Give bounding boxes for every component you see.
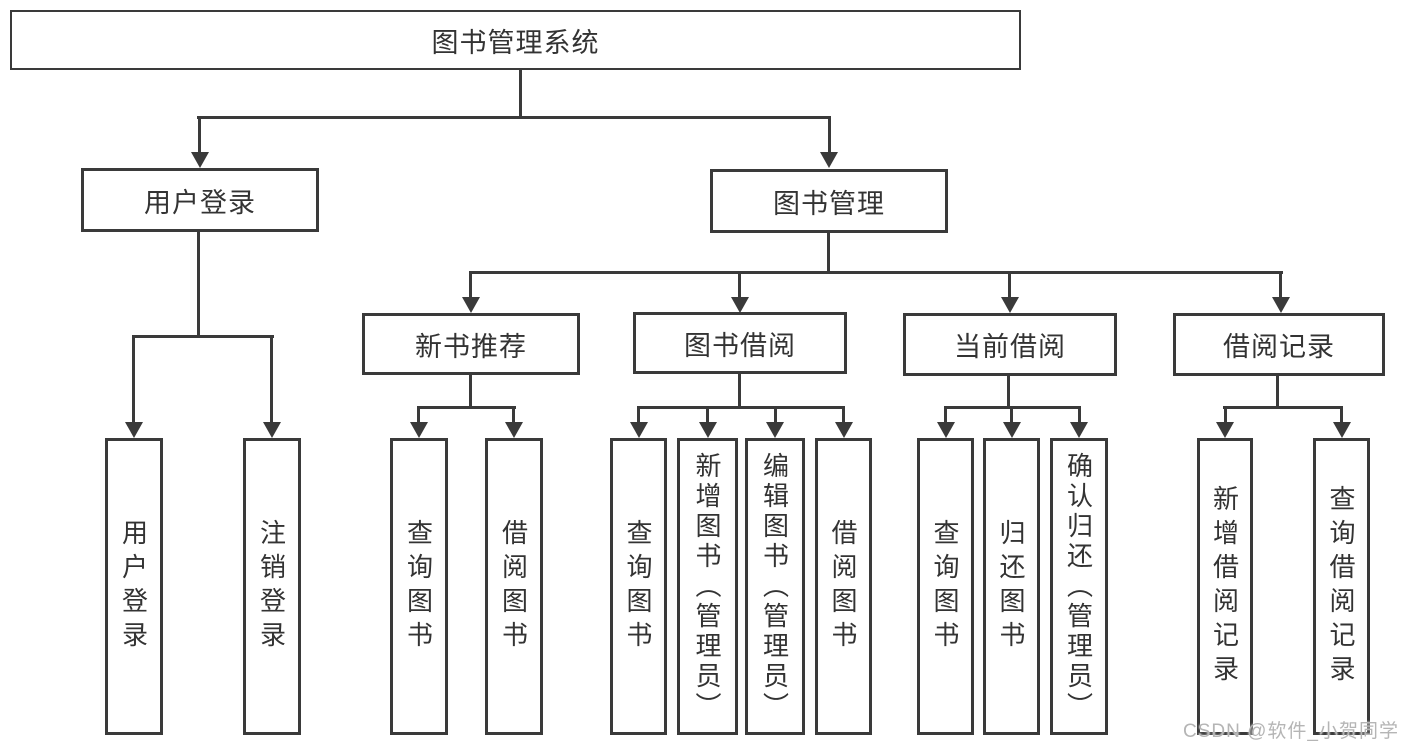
connector-line — [197, 230, 200, 337]
connector-line — [706, 406, 709, 423]
arrow-down-icon — [263, 422, 281, 438]
connector-line — [1010, 406, 1013, 423]
leaf-user-login: 用户登录 — [105, 438, 163, 735]
leaf-add-book-admin: 新增图书（管理员） — [677, 438, 738, 735]
leaf-confirm-return-admin: 确认归还（管理员） — [1050, 438, 1108, 735]
node-book-borrow: 图书借阅 — [633, 312, 847, 374]
arrow-down-icon — [820, 152, 838, 168]
arrow-down-icon — [505, 422, 523, 438]
leaf-edit-book-admin: 编辑图书（管理员） — [745, 438, 805, 735]
leaf-add-borrow-record: 新增借阅记录 — [1197, 438, 1253, 735]
leaf-query-books-recommend: 查询图书 — [390, 438, 448, 735]
connector-line — [1007, 374, 1010, 408]
connector-line — [828, 116, 831, 155]
arrow-down-icon — [766, 422, 784, 438]
connector-line — [1276, 374, 1279, 408]
connector-line — [469, 271, 1283, 274]
arrow-down-icon — [1216, 422, 1234, 438]
node-system-root: 图书管理系统 — [10, 10, 1021, 70]
arrow-down-icon — [1272, 297, 1290, 313]
connector-line — [519, 68, 522, 118]
arrow-down-icon — [410, 422, 428, 438]
connector-line — [774, 406, 777, 423]
node-user-login: 用户登录 — [81, 168, 319, 232]
arrow-down-icon — [835, 422, 853, 438]
arrow-down-icon — [1070, 422, 1088, 438]
connector-line — [1279, 271, 1282, 299]
leaf-query-borrow-record: 查询借阅记录 — [1313, 438, 1370, 735]
node-book-management: 图书管理 — [710, 169, 948, 233]
connector-line — [944, 406, 947, 423]
connector-line — [1078, 406, 1081, 423]
leaf-query-books-borrow: 查询图书 — [610, 438, 667, 735]
node-current-borrow: 当前借阅 — [903, 313, 1117, 376]
arrow-down-icon — [1003, 422, 1021, 438]
leaf-borrow-books-recommend: 借阅图书 — [485, 438, 543, 735]
csdn-watermark: CSDN @软件_小贺同学 — [1183, 721, 1399, 742]
connector-line — [1008, 271, 1011, 299]
node-new-book-recommend: 新书推荐 — [362, 313, 580, 375]
connector-line — [637, 406, 845, 409]
connector-line — [132, 335, 274, 338]
arrow-down-icon — [191, 152, 209, 168]
arrow-down-icon — [125, 422, 143, 438]
connector-line — [1340, 406, 1343, 423]
connector-line — [1224, 406, 1227, 423]
connector-line — [637, 406, 640, 423]
connector-line — [198, 116, 201, 155]
arrow-down-icon — [462, 297, 480, 313]
connector-line — [738, 271, 741, 299]
connector-line — [738, 372, 741, 408]
connector-line — [197, 116, 831, 119]
arrow-down-icon — [699, 422, 717, 438]
leaf-query-books-current: 查询图书 — [917, 438, 974, 735]
connector-line — [469, 271, 472, 299]
arrow-down-icon — [937, 422, 955, 438]
arrow-down-icon — [731, 297, 749, 313]
connector-line — [417, 406, 420, 423]
arrow-down-icon — [630, 422, 648, 438]
connector-line — [132, 335, 135, 423]
arrow-down-icon — [1333, 422, 1351, 438]
connector-line — [1223, 406, 1343, 409]
connector-line — [827, 231, 830, 273]
leaf-return-books: 归还图书 — [983, 438, 1040, 735]
connector-line — [512, 406, 515, 423]
leaf-borrow-books: 借阅图书 — [815, 438, 872, 735]
leaf-logout: 注销登录 — [243, 438, 301, 735]
connector-line — [469, 373, 472, 408]
connector-line — [842, 406, 845, 423]
node-borrow-records: 借阅记录 — [1173, 313, 1385, 376]
connector-line — [417, 406, 516, 409]
arrow-down-icon — [1001, 297, 1019, 313]
connector-line — [270, 335, 273, 423]
